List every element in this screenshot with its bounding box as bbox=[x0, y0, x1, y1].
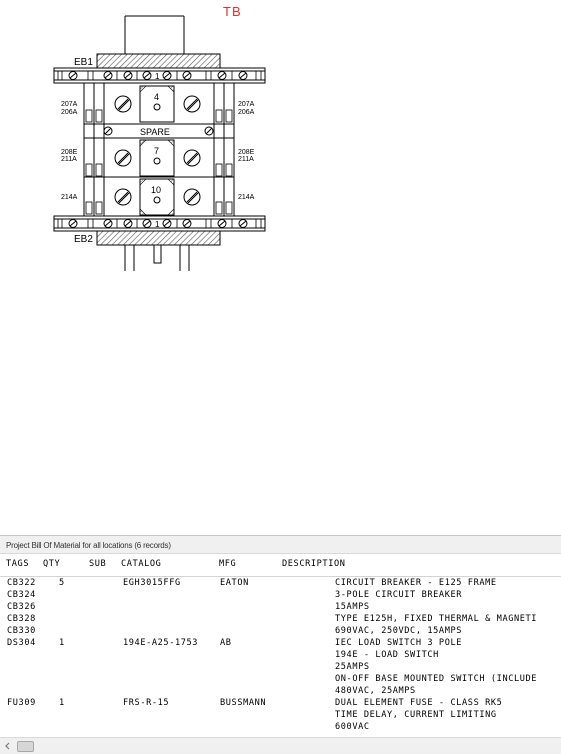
row-catalog: FRS-R-15 bbox=[123, 698, 170, 708]
row-description-line: 15AMPS bbox=[335, 602, 370, 612]
row-tag: CB324 bbox=[7, 590, 36, 600]
left-wire-label: 206A bbox=[61, 109, 78, 116]
row-tag: CB326 bbox=[7, 602, 36, 612]
row-description-line: ON-OFF BASE MOUNTED SWITCH (INCLUDE bbox=[335, 674, 538, 684]
bottom-end-barrier bbox=[96, 230, 221, 246]
left-wire-label: 211A bbox=[61, 156, 77, 163]
row-qty: 1 bbox=[59, 698, 65, 708]
side-contacts bbox=[85, 109, 233, 215]
row-qty: 1 bbox=[59, 638, 65, 648]
switch-modules bbox=[139, 85, 175, 216]
bottom-conductors bbox=[124, 244, 190, 271]
top-conductors bbox=[124, 15, 185, 54]
row-catalog: 194E-A25-1753 bbox=[123, 638, 199, 648]
bottom-rail-number: 1 bbox=[155, 220, 160, 229]
row-tag: DS304 bbox=[7, 638, 36, 648]
switch-module-corners bbox=[139, 85, 175, 216]
tb-label: TB bbox=[223, 4, 242, 19]
right-wire-label: 206A bbox=[238, 109, 255, 116]
right-wire-label: 208E bbox=[238, 149, 255, 156]
row-qty: 5 bbox=[59, 578, 65, 588]
left-wire-label: 208E bbox=[61, 149, 78, 156]
row-description-line: DUAL ELEMENT FUSE - CLASS RK5 bbox=[335, 698, 503, 708]
bottom-rail-screws bbox=[68, 219, 248, 228]
row-mfg: EATON bbox=[220, 578, 249, 588]
top-rail-number: 1 bbox=[155, 72, 160, 81]
row-mfg: AB bbox=[220, 638, 232, 648]
left-wire-label: 207A bbox=[61, 101, 78, 108]
bom-title-bar: Project Bill Of Material for all locatio… bbox=[0, 535, 561, 554]
switch-number-3: 10 bbox=[151, 185, 161, 195]
row-mfg: BUSSMANN bbox=[220, 698, 267, 708]
row-description-line: TIME DELAY, CURRENT LIMITING bbox=[335, 710, 497, 720]
right-wire-labels: 207A 206A 208E 211A 214A bbox=[238, 101, 255, 201]
bottom-rail-slots bbox=[57, 219, 262, 228]
column-header-mfg[interactable]: MFG bbox=[219, 559, 237, 569]
top-end-barrier bbox=[96, 53, 221, 69]
right-wire-label: 211A bbox=[238, 156, 254, 163]
row-catalog: EGH3015FFG bbox=[123, 578, 181, 588]
row-tag: CB328 bbox=[7, 614, 36, 624]
left-wire-labels: 207A 206A 208E 211A 214A bbox=[61, 101, 78, 201]
row-tag: CB322 bbox=[7, 578, 36, 588]
bill-of-material-panel: Project Bill Of Material for all locatio… bbox=[0, 535, 561, 753]
top-rail-screws bbox=[68, 71, 248, 80]
eb1-label: EB1 bbox=[74, 57, 93, 68]
switch-number-2: 7 bbox=[154, 146, 159, 156]
column-header-catalog[interactable]: CATALOG bbox=[121, 559, 162, 569]
scrollbar-thumb[interactable] bbox=[17, 741, 34, 752]
bottom-din-rail bbox=[53, 215, 266, 232]
spare-bar bbox=[103, 126, 214, 136]
terminal-screws bbox=[114, 95, 201, 206]
spare-label: SPARE bbox=[140, 127, 170, 137]
chevron-left-icon[interactable] bbox=[3, 741, 13, 751]
row-description-line: 690VAC, 250VDC, 15AMPS bbox=[335, 626, 463, 636]
top-din-rail bbox=[53, 67, 266, 84]
bom-title: Project Bill Of Material for all locatio… bbox=[6, 541, 171, 550]
row-description-line: 480VAC, 25AMPS bbox=[335, 686, 416, 696]
row-description-line: 3-POLE CIRCUIT BREAKER bbox=[335, 590, 463, 600]
column-header-qty[interactable]: QTY bbox=[43, 559, 61, 569]
left-wire-label: 214A bbox=[61, 194, 78, 201]
row-tag: FU309 bbox=[7, 698, 36, 708]
column-header-description[interactable]: DESCRIPTION bbox=[282, 559, 346, 569]
switch-number-1: 4 bbox=[154, 92, 159, 102]
bom-column-headers: TAGS QTY SUB CATALOG MFG DESCRIPTION bbox=[0, 554, 561, 577]
terminal-block-drawing: TB EB1 1 bbox=[53, 4, 266, 271]
row-description-line: IEC LOAD SWITCH 3 POLE bbox=[335, 638, 463, 648]
row-description-line: 194E - LOAD SWITCH bbox=[335, 650, 439, 660]
column-header-tags[interactable]: TAGS bbox=[6, 559, 30, 569]
right-wire-label: 214A bbox=[238, 194, 255, 201]
row-description-line: 600VAC bbox=[335, 722, 370, 732]
horizontal-scrollbar[interactable] bbox=[0, 737, 561, 754]
top-rail-slots bbox=[57, 71, 262, 80]
row-description-line: 25AMPS bbox=[335, 662, 370, 672]
row-description-line: TYPE E125H, FIXED THERMAL & MAGNETI bbox=[335, 614, 538, 624]
row-tag: CB330 bbox=[7, 626, 36, 636]
row-description-line: CIRCUIT BREAKER - E125 FRAME bbox=[335, 578, 497, 588]
bom-rows: CB322 CB324 CB326 CB328 CB330 5 EGH3015F… bbox=[0, 576, 561, 737]
column-header-sub[interactable]: SUB bbox=[89, 559, 107, 569]
right-wire-label: 207A bbox=[238, 101, 255, 108]
eb2-label: EB2 bbox=[74, 234, 93, 245]
